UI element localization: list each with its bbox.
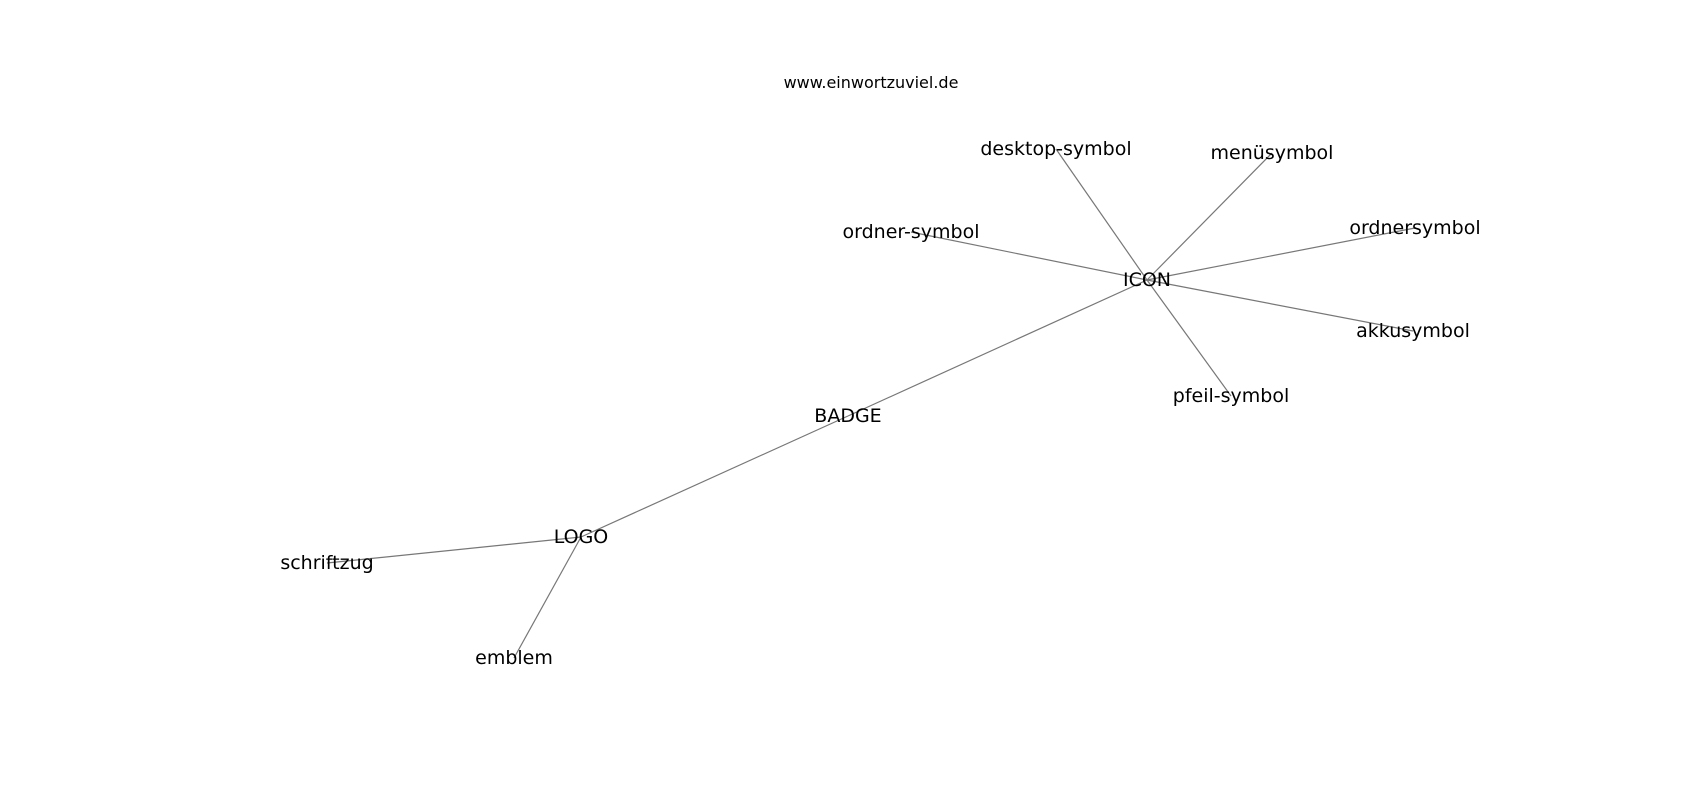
edge-icon-ordnersymbol — [1146, 227, 1416, 281]
node-menuesymbol: menüsymbol — [1211, 142, 1334, 164]
edge-logo-schriftzug — [326, 536, 582, 564]
node-logo: LOGO — [554, 526, 609, 548]
edge-logo-emblem — [513, 536, 582, 659]
node-pfeil-symbol: pfeil-symbol — [1173, 385, 1289, 407]
node-badge: BADGE — [814, 405, 881, 427]
edge-icon-badge — [847, 279, 1148, 417]
edge-badge-logo — [580, 415, 849, 538]
edge-icon-akkusymbol — [1146, 279, 1414, 332]
edge-icon-pfeil-symbol — [1146, 279, 1232, 397]
node-schriftzug: schriftzug — [280, 552, 373, 574]
edge-icon-ordner-symbol — [910, 231, 1148, 281]
node-ordnersymbol: ordnersymbol — [1349, 217, 1480, 239]
edge-icon-desktop-symbol — [1055, 148, 1148, 281]
node-ordner-symbol: ordner-symbol — [843, 221, 980, 243]
edge-layer — [326, 148, 1416, 659]
node-layer: ICON BADGE LOGO desktop-symbol menüsymbol ord… — [280, 138, 1480, 669]
node-akkusymbol: akkusymbol — [1356, 320, 1470, 342]
site-caption: www.einwortzuviel.de — [784, 73, 959, 92]
node-icon: ICON — [1123, 269, 1171, 291]
edge-icon-menuesymbol — [1146, 152, 1273, 281]
node-desktop-symbol: desktop-symbol — [980, 138, 1131, 160]
node-emblem: emblem — [475, 647, 553, 669]
